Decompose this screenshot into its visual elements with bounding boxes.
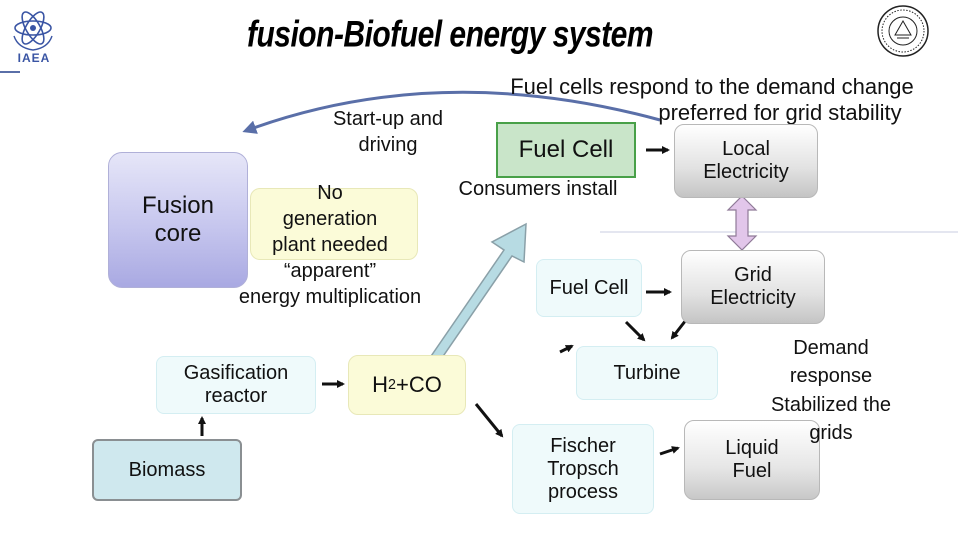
turbine-node: Turbine — [576, 346, 718, 400]
h2co-suffix: +CO — [395, 372, 442, 398]
page-title: fusion-Biofuel energy system — [246, 13, 654, 55]
exchange-double-arrow — [726, 195, 758, 251]
arrow-fischer-liquid — [659, 446, 680, 456]
start-up-label: Start-up and driving — [332, 108, 444, 156]
gasification-reactor-node: Gasification reactor — [156, 356, 316, 414]
fuel-cell-response-line2: preferred for grid stability — [658, 100, 902, 125]
local-electricity-node: Local Electricity — [674, 124, 818, 198]
supply-block-arrow — [414, 222, 527, 401]
university-seal — [876, 4, 930, 58]
no-generation-label: No generation plant needed “apparent” en… — [238, 182, 422, 308]
fuel-cell-response-line1: Fuel cells respond to the demand change — [510, 74, 914, 99]
arrow-fuelcell-turbine — [624, 320, 646, 342]
iaea-logo: IAEA — [8, 6, 58, 68]
curved-feedback-arrow — [242, 90, 661, 134]
fusion-core-node: Fusion core — [108, 152, 248, 288]
consumers-install-label: Consumers install — [458, 178, 618, 200]
demand-response-label: Demand response Stabilized the grids — [770, 337, 892, 445]
grid-electricity-node: Grid Electricity — [681, 250, 825, 324]
arrow-h2co-fischer — [474, 403, 504, 438]
header-rule — [0, 71, 20, 73]
arrow-grid-turbine — [670, 319, 688, 340]
fuel-cell-main-node: Fuel Cell — [496, 122, 636, 178]
seal-icon — [877, 5, 929, 57]
biomass-node: Biomass — [92, 439, 242, 501]
atom-icon — [13, 11, 53, 51]
liquid-fuel-node: Liquid Fuel — [684, 420, 820, 500]
fuel-cell-mid-node: Fuel Cell — [536, 259, 642, 317]
arrow-h2co-turbine — [559, 344, 574, 354]
no-generation-highlight — [250, 188, 418, 260]
iaea-logo-text: IAEA — [17, 51, 51, 65]
h2co-prefix: H — [372, 372, 389, 398]
fischer-tropsch-node: Fischer Tropsch process — [512, 424, 654, 514]
h2co-subscript: 2 — [388, 376, 396, 393]
